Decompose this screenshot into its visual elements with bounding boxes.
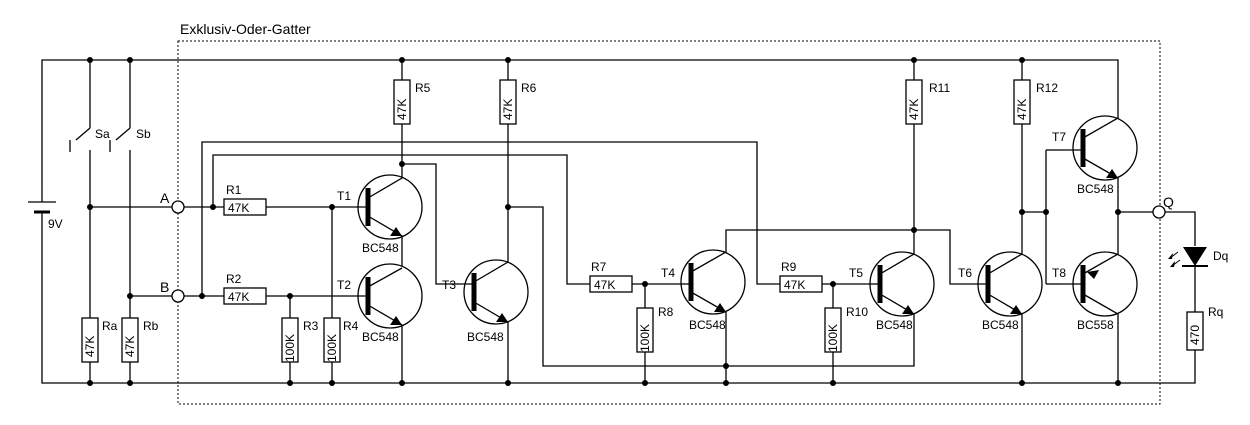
resistor-r5-label: R5 (415, 81, 431, 95)
switch-sa (69, 60, 91, 352)
transistor-t5-type: BC548 (876, 318, 913, 332)
resistor-r2: 47K (223, 287, 267, 305)
resistor-rq-label: Rq (1208, 305, 1223, 319)
resistor-r12: 47K (1013, 60, 1031, 254)
transistor-t5 (869, 251, 935, 322)
transistor-t8 (1062, 212, 1138, 383)
battery-label: 9V (48, 217, 63, 231)
transistor-t1-type: BC548 (362, 241, 399, 255)
transistor-t7-label: T7 (1052, 130, 1066, 144)
resistor-r7-label: R7 (591, 260, 607, 274)
resistor-r9-label: R9 (781, 260, 797, 274)
resistor-r5: 47K (393, 60, 411, 164)
transistor-t6 (962, 251, 1043, 383)
resistor-r11-label: R11 (929, 81, 950, 95)
svg-text:47K: 47K (83, 336, 97, 357)
input-a-terminal[interactable] (171, 200, 185, 214)
svg-text:47K: 47K (228, 290, 249, 304)
input-b-label: B (160, 279, 169, 295)
input-a-label: A (160, 190, 170, 206)
resistor-r3-label: R3 (303, 319, 319, 333)
resistor-r9: 47K (779, 275, 823, 293)
resistor-r12-label: R12 (1036, 81, 1058, 95)
svg-text:100K: 100K (638, 324, 652, 352)
svg-text:47K: 47K (594, 278, 615, 292)
resistor-r8-label: R8 (658, 305, 674, 319)
led-dq (1168, 247, 1208, 312)
transistor-t3-label: T3 (442, 278, 456, 292)
transistor-t3-type: BC548 (467, 330, 504, 344)
svg-text:47K: 47K (1015, 99, 1029, 120)
switch-sb-label: Sb (136, 127, 151, 141)
svg-text:470: 470 (1188, 325, 1202, 345)
transistor-t7-type: BC548 (1077, 182, 1114, 196)
resistor-r8: 100K (636, 307, 654, 383)
resistor-rb: 47K (121, 317, 139, 383)
input-b-terminal[interactable] (171, 289, 185, 303)
resistor-r10: 100K (824, 307, 842, 383)
transistor-t4-type: BC548 (689, 318, 726, 332)
diagram-title: Exklusiv-Oder-Gatter (180, 21, 311, 37)
resistor-rq: 470 (1186, 311, 1204, 351)
output-q-label: Q (1163, 194, 1174, 210)
led-dq-label: Dq (1213, 249, 1228, 263)
svg-text:100K: 100K (283, 334, 297, 362)
resistor-r11: 47K (905, 60, 923, 252)
resistor-r6-label: R6 (521, 81, 537, 95)
resistor-r7: 47K (589, 275, 633, 293)
input-wiring (184, 141, 780, 318)
switch-sa-label: Sa (95, 127, 110, 141)
resistor-r6: 47K (499, 60, 517, 260)
resistor-r1: 47K (223, 198, 267, 216)
transistor-t4 (680, 229, 914, 383)
transistor-t8-type: BC558 (1077, 318, 1114, 332)
resistor-r3: 100K (281, 317, 299, 383)
battery-symbol (28, 180, 56, 218)
resistor-rb-label: Rb (143, 319, 159, 333)
transistor-t2-type: BC548 (362, 330, 399, 344)
resistor-r4-label: R4 (343, 319, 359, 333)
svg-text:47K: 47K (123, 336, 137, 357)
resistor-r10-label: R10 (846, 305, 868, 319)
transistor-t6-type: BC548 (982, 318, 1019, 332)
svg-text:47K: 47K (501, 99, 515, 120)
svg-text:100K: 100K (325, 334, 339, 362)
resistor-r1-label: R1 (226, 183, 242, 197)
svg-text:47K: 47K (907, 99, 921, 120)
gate-boundary (177, 40, 1161, 405)
svg-text:47K: 47K (784, 278, 805, 292)
transistor-t4-label: T4 (661, 266, 675, 280)
transistor-t1-label: T1 (337, 189, 351, 203)
resistor-ra-label: Ra (102, 319, 118, 333)
transistor-t1 (346, 164, 423, 268)
transistor-t2-label: T2 (337, 278, 351, 292)
svg-text:47K: 47K (395, 99, 409, 120)
transistor-t6-label: T6 (958, 266, 972, 280)
transistor-t5-label: T5 (849, 266, 863, 280)
supply-rails (41, 59, 1196, 384)
svg-text:47K: 47K (228, 201, 249, 215)
resistor-ra: 47K (81, 317, 99, 383)
resistor-r4: 100K (323, 317, 341, 383)
transistor-t8-label: T8 (1052, 266, 1066, 280)
junction-dots (87, 57, 1121, 386)
transistor-t3 (452, 259, 529, 383)
resistor-r2-label: R2 (226, 272, 242, 286)
svg-text:100K: 100K (826, 324, 840, 352)
transistor-t2 (346, 263, 423, 383)
transistor-t7 (1062, 115, 1138, 212)
switch-sb (109, 60, 131, 352)
